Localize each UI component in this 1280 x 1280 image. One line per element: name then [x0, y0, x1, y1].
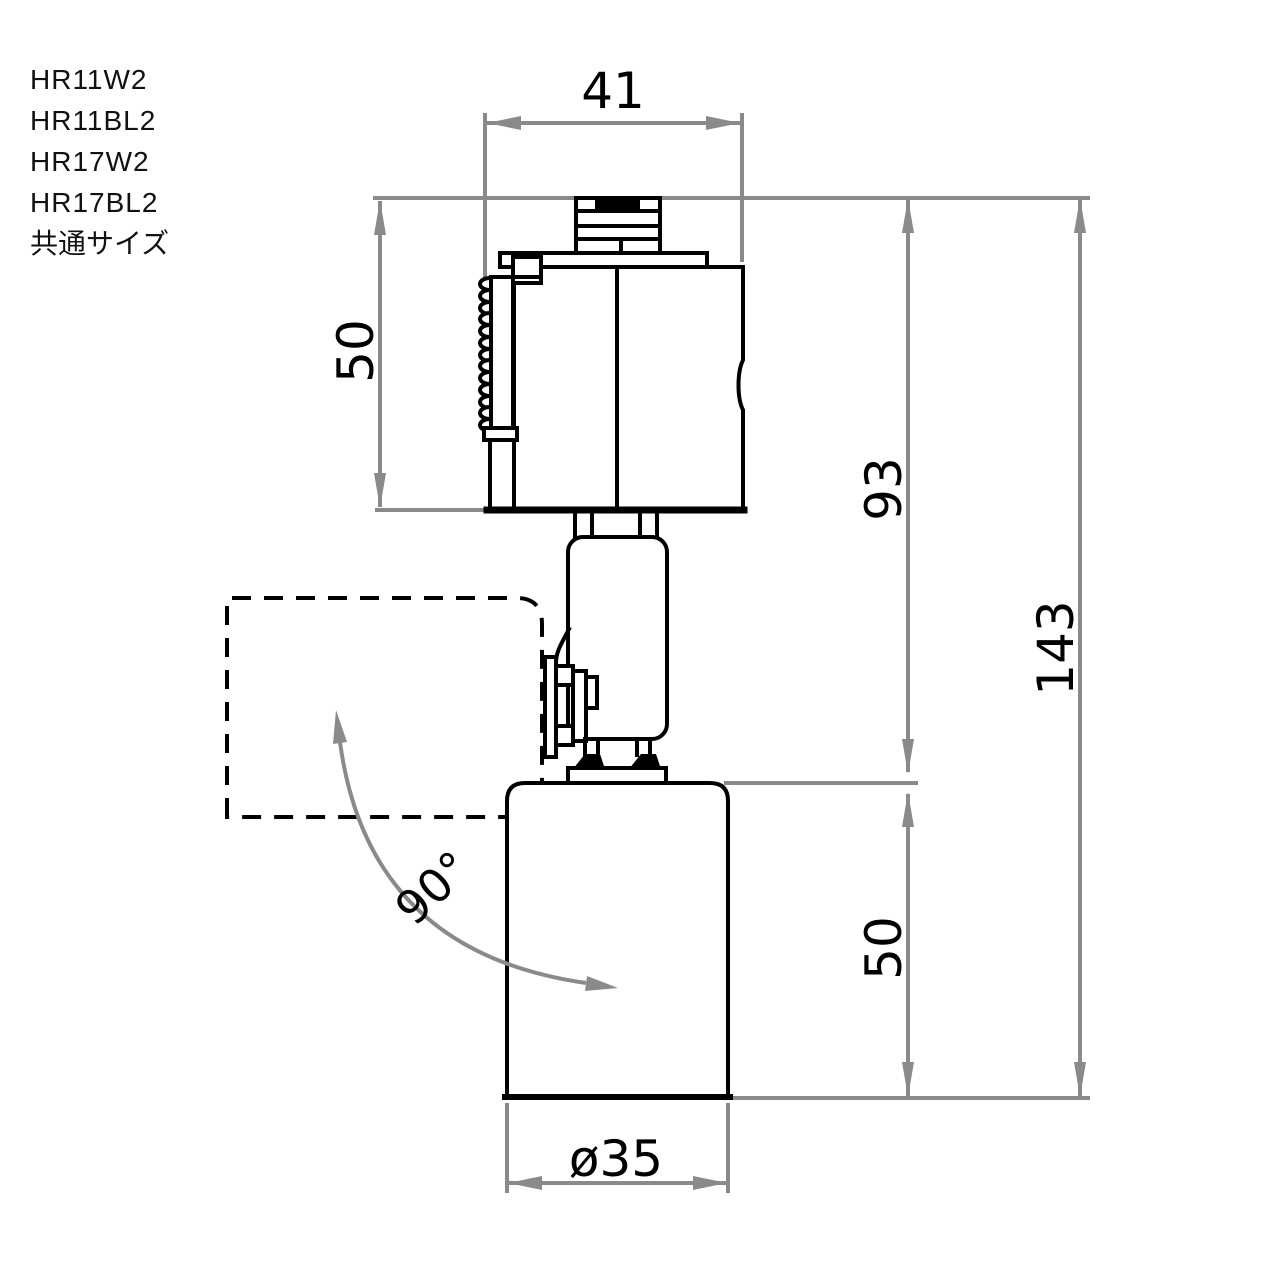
arrow-dia-right: [693, 1176, 727, 1190]
track-adapter-plug: [574, 196, 662, 255]
arrow-93-bottom: [902, 739, 914, 774]
arrow-41-right: [706, 116, 740, 130]
head-mount-plate: [566, 766, 668, 785]
lower-posts: [583, 737, 652, 757]
product-code-1: HR11W2: [30, 64, 148, 95]
rotation-arrow: [333, 710, 618, 991]
arrow-50L-bottom: [374, 473, 386, 508]
lower-foot-left: [573, 754, 605, 769]
lamp-head: [505, 781, 730, 1099]
rotation-arrow-start: [333, 710, 347, 744]
heatsink-fins: [478, 275, 519, 509]
arrow-dia-left: [508, 1176, 542, 1190]
rotation-arc: [338, 741, 587, 985]
dimension-arrowheads: [374, 116, 1086, 1190]
arrow-143-top: [1074, 198, 1086, 233]
dim-overall-height-label: 143: [1027, 600, 1085, 695]
upper-body: [512, 265, 745, 512]
locking-clip: [511, 255, 543, 285]
hinge-tab-top: [554, 664, 575, 687]
product-code-list: HR11W2 HR11BL2 HR17W2 HR17BL2 共通サイズ: [30, 66, 169, 271]
hinge-tab-bottom: [554, 724, 575, 747]
dim-overall-width-label: 41: [581, 62, 645, 120]
dim-head-height-label: 50: [855, 916, 913, 980]
dimension-lines: [373, 113, 1090, 1193]
dim-tilt-angle-label: 90°: [385, 840, 481, 935]
product-code-3: HR17W2: [30, 146, 150, 177]
product-code-2: HR11BL2: [30, 105, 157, 136]
upper-posts: [573, 509, 659, 539]
hinge-plate: [543, 655, 558, 759]
arrow-41-left: [487, 116, 521, 130]
dim-head-diameter-label: ø35: [569, 1130, 663, 1188]
arrow-50L-top: [374, 200, 386, 235]
arrow-93-top: [902, 198, 914, 233]
dim-upper-assembly-height-label: 93: [855, 457, 913, 521]
hinge-pin: [584, 675, 599, 710]
lower-foot-right: [629, 754, 661, 769]
fin-cap: [482, 426, 519, 442]
size-note: 共通サイズ: [30, 228, 170, 259]
arrow-50R-top: [902, 792, 914, 827]
fixture-outline: [478, 196, 748, 1100]
rotation-arrow-end: [585, 976, 618, 991]
hinge-bracket: [543, 626, 599, 759]
arrow-50R-bottom: [902, 1062, 914, 1097]
dim-adapter-height-label: 50: [327, 319, 385, 383]
product-code-4: HR17BL2: [30, 187, 159, 218]
arrow-143-bottom: [1074, 1062, 1086, 1097]
rotated-head-dashed-outline: [225, 596, 544, 819]
adapter-flange: [498, 251, 709, 269]
fin-spine: [489, 275, 515, 432]
plug-contact: [595, 196, 640, 213]
